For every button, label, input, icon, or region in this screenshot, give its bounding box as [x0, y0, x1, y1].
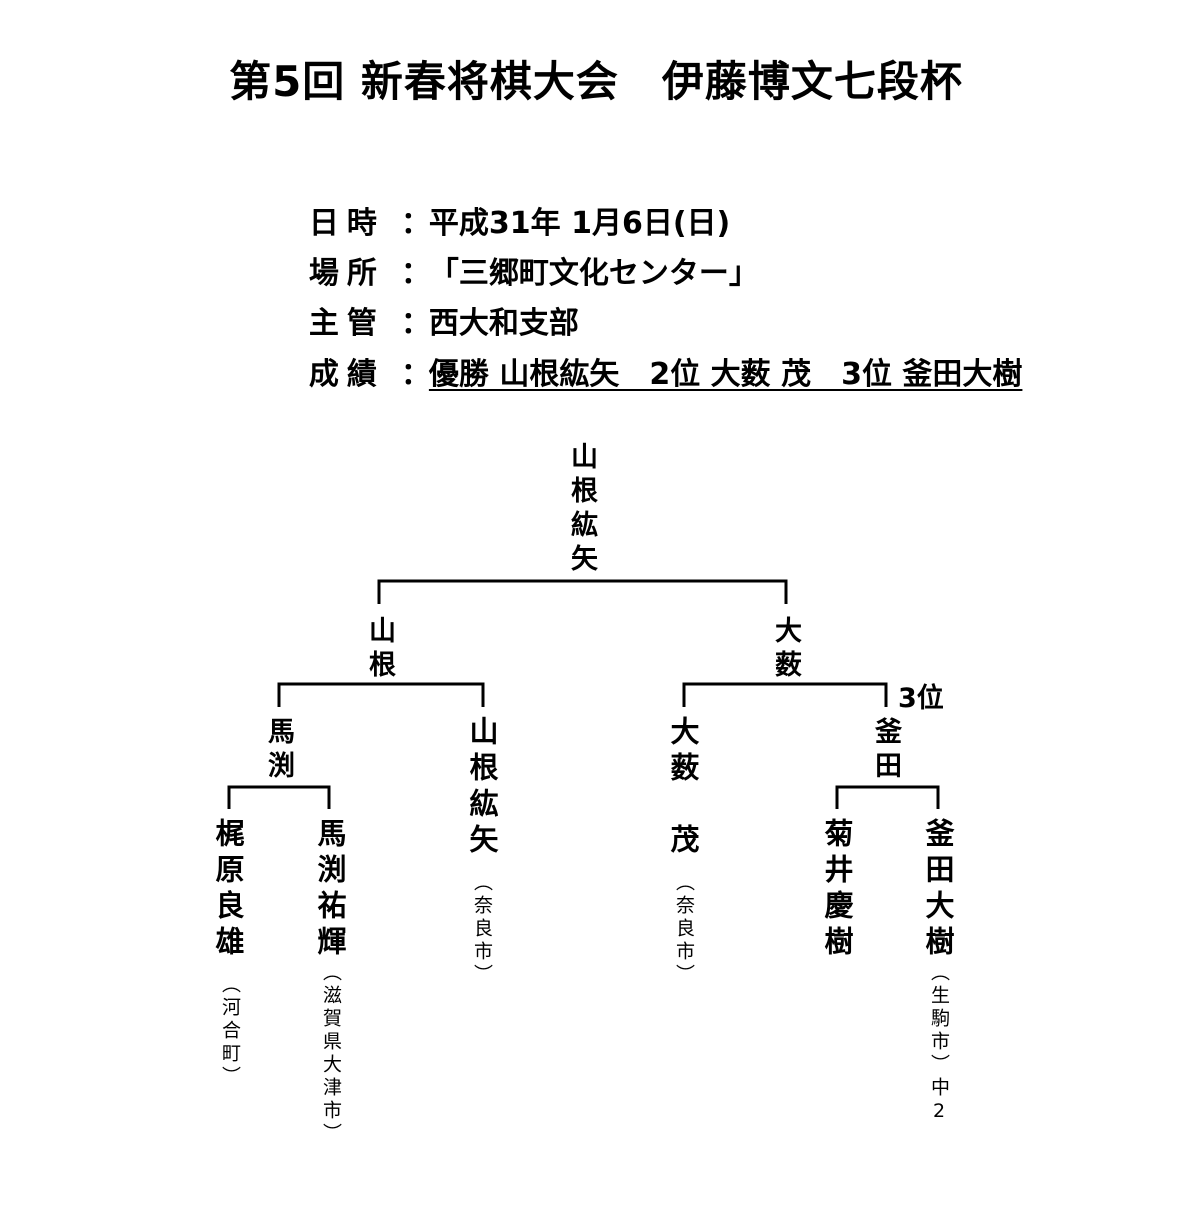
info-row-datetime: 日時 ：平成31年 1月6日(日) — [288, 163, 730, 242]
player-name: 大薮 茂 — [666, 716, 700, 860]
info-separator: ： — [400, 256, 431, 291]
info-label: 主管 — [308, 306, 385, 341]
info-row-venue: 場所 ：「三郷町文化センター」 — [288, 213, 759, 292]
results-value: 優勝 山根紘矢 2位 大薮 茂 3位 釜田大樹 — [428, 357, 1023, 392]
player-affiliation: （滋賀県大津市） — [320, 962, 342, 1146]
info-separator: ： — [400, 357, 431, 392]
champion-name: 山根紘矢 — [566, 442, 597, 578]
player-affiliation: （河合町） — [219, 974, 241, 1089]
quarterfinal-right-connector — [835, 785, 940, 809]
semifinal-left-winner: 山根 — [364, 616, 395, 684]
info-row-results: 成績 ：優勝 山根紘矢 2位 大薮 茂 3位 釜田大樹 — [288, 314, 1023, 393]
quarterfinal-left-winner: 馬渕 — [263, 717, 294, 785]
player-affiliation: （生駒市）中2 — [928, 962, 950, 1126]
page-title: 第5回 新春将棋大会 伊藤博文七段杯 — [229, 57, 963, 106]
info-label: 日時 — [308, 206, 385, 241]
third-place-label: 3位 — [898, 683, 944, 714]
info-value: 平成31年 1月6日(日) — [428, 206, 731, 241]
info-label: 成績 — [308, 357, 385, 392]
info-value: 「三郷町文化センター」 — [428, 256, 759, 291]
info-label: 場所 — [308, 256, 385, 291]
quarterfinal-right-winner: 釜田 — [870, 717, 901, 785]
info-separator: ： — [400, 206, 431, 241]
info-separator: ： — [400, 306, 431, 341]
player-name: 山根紘矢 — [465, 716, 499, 860]
info-value: 西大和支部 — [428, 306, 579, 341]
final-connector — [377, 579, 788, 604]
semifinal-right-connector — [682, 682, 888, 707]
player-affiliation: （奈良市） — [471, 872, 493, 987]
player-name: 馬渕祐輝 — [313, 818, 347, 962]
player-name: 梶原良雄 — [211, 818, 245, 962]
info-row-organizer: 主管 ：西大和支部 — [288, 263, 579, 342]
player-name: 釜田大樹 — [921, 818, 955, 962]
semifinal-right-winner: 大薮 — [770, 616, 801, 684]
quarterfinal-left-connector — [227, 785, 331, 809]
player-name: 菊井慶樹 — [820, 818, 854, 962]
player-affiliation: （奈良市） — [673, 872, 695, 987]
semifinal-left-connector — [277, 682, 485, 707]
